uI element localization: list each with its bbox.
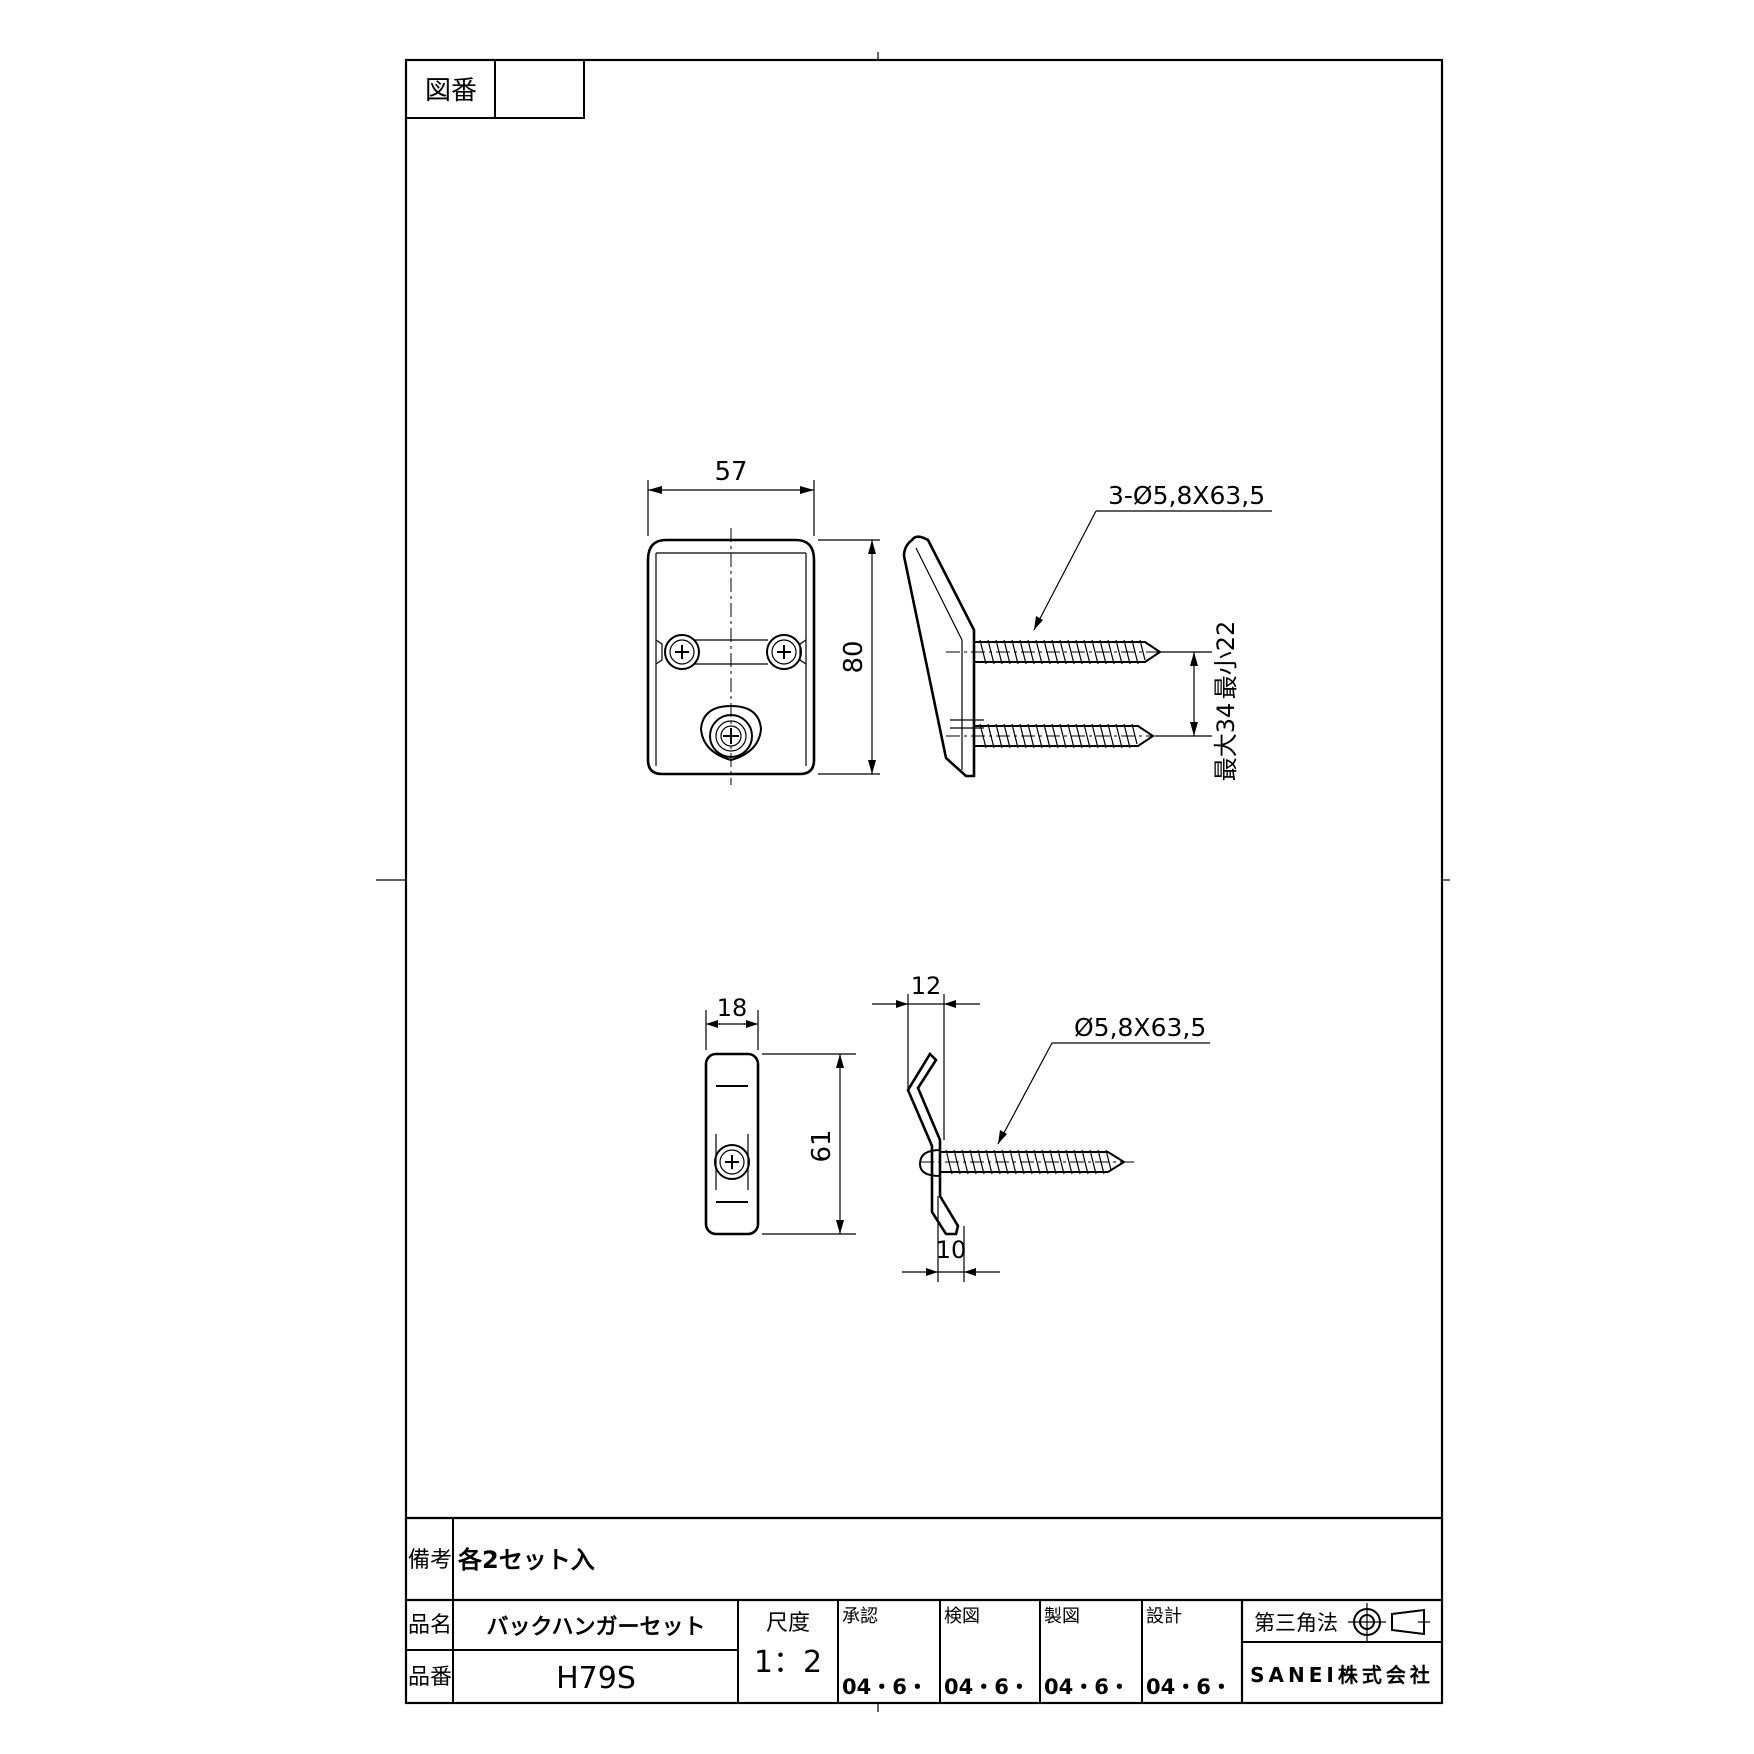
bottom-side-view <box>906 1051 1138 1236</box>
screw-head-icon <box>766 634 802 670</box>
dimension-label: 10 <box>936 1236 967 1264</box>
dimension-label: 80 <box>839 640 869 673</box>
dimension-label: 61 <box>807 1129 837 1162</box>
leader-top-screw-spec: 3-Ø5,8X63,5 <box>1033 481 1272 631</box>
bottom-front-view <box>704 1052 760 1236</box>
max-spacing-label: 最大34 <box>1212 703 1240 782</box>
min-spacing-label: 最小22 <box>1212 621 1240 700</box>
inspection-label: 検図 <box>944 1606 980 1627</box>
screw-thread-icon <box>946 723 1160 749</box>
bottom-screw-spec: Ø5,8X63,5 <box>1074 1013 1206 1042</box>
dimension-bottom-height: 61 <box>762 1053 856 1235</box>
dimension-label: 12 <box>911 972 942 1000</box>
remarks-value: 各2セット入 <box>457 1546 595 1574</box>
remarks-label: 備考 <box>408 1548 452 1573</box>
screw-head-icon <box>714 1144 750 1180</box>
product-name-value: バックハンガーセット <box>487 1615 706 1640</box>
screw-thread-icon <box>920 1149 1138 1175</box>
dimension-top-width: 57 <box>647 457 815 536</box>
drafting-label: 製図 <box>1044 1606 1080 1627</box>
drafting-date: 04・6・ <box>1044 1675 1130 1699</box>
dimension-label: 18 <box>717 994 748 1022</box>
top-side-view <box>902 535 1162 778</box>
drawing-number-box: 図番 <box>405 59 585 119</box>
third-angle-projection-icon <box>1348 1603 1430 1641</box>
dimension-screw-spacing: 最小22 最大34 <box>1156 621 1240 782</box>
screw-head-icon <box>664 634 700 670</box>
top-front-view <box>646 528 816 785</box>
approval-label: 承認 <box>842 1606 878 1627</box>
leader-bottom-screw-spec: Ø5,8X63,5 <box>997 1013 1210 1145</box>
top-screw-spec: 3-Ø5,8X63,5 <box>1108 481 1265 510</box>
inspection-date: 04・6・ <box>944 1675 1030 1699</box>
approval-date: 04・6・ <box>842 1675 928 1699</box>
dimension-bottom-depth-bottom: 10 <box>902 1196 1000 1282</box>
drawing-frame <box>376 52 1450 1712</box>
dimension-bottom-width: 18 <box>705 994 759 1050</box>
drawing-number-label: 図番 <box>425 76 477 106</box>
company-name: SANEI株式会社 <box>1250 1663 1434 1687</box>
dimension-bottom-depth-top: 12 <box>872 972 980 1140</box>
scale-label: 尺度 <box>766 1611 810 1636</box>
dimension-label: 57 <box>714 457 747 487</box>
title-block: 備考 各2セット入 品名 バックハンガーセット 品番 H79S 尺度 1：2 承… <box>406 1516 1442 1703</box>
product-number-label: 品番 <box>408 1665 452 1690</box>
screw-thread-icon <box>946 639 1162 665</box>
screw-head-icon <box>699 704 763 762</box>
design-label: 設計 <box>1146 1606 1182 1627</box>
dimension-top-height: 80 <box>818 539 880 775</box>
design-date: 04・6・ <box>1146 1675 1232 1699</box>
product-name-label: 品名 <box>408 1613 452 1638</box>
projection-label: 第三角法 <box>1254 1611 1338 1635</box>
scale-value: 1：2 <box>754 1645 822 1680</box>
product-number-value: H79S <box>556 1661 636 1696</box>
